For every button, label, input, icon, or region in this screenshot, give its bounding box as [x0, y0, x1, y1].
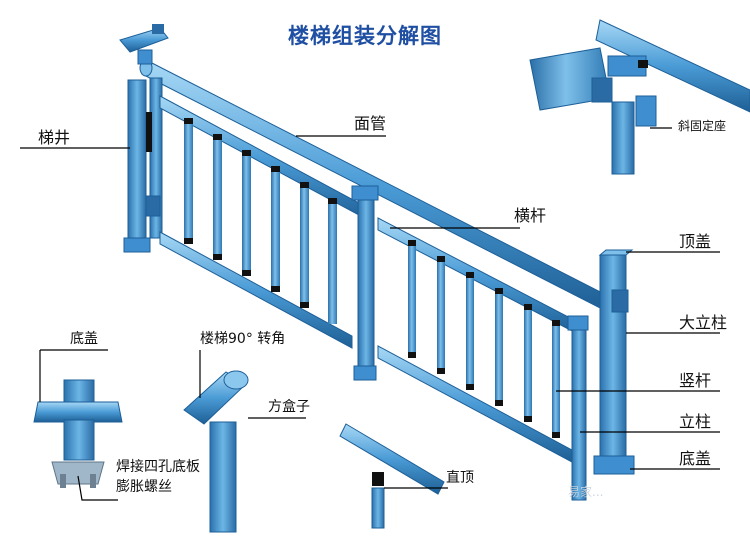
middle-post: [352, 186, 378, 380]
label-crossbar: 横杆: [514, 208, 546, 224]
label-post: 立柱: [679, 414, 711, 430]
label-straight-top: 直顶: [446, 471, 474, 485]
label-stair-well: 梯井: [38, 130, 70, 146]
corner-90-detail: [184, 371, 248, 532]
label-expansion-screw: 膨胀螺丝: [116, 480, 172, 494]
label-top-cap: 顶盖: [679, 234, 711, 250]
label-base-cover-left: 底盖: [70, 332, 98, 346]
label-handrail-tube: 面管: [354, 116, 386, 132]
label-large-post: 大立柱: [679, 315, 727, 331]
straight-top-detail: [340, 424, 444, 528]
label-welded-base-plate: 焊接四孔底板: [116, 460, 200, 474]
label-base-cover-right: 底盖: [679, 451, 711, 467]
small-right-post: [568, 316, 588, 500]
label-baluster: 竖杆: [679, 373, 711, 389]
label-stair-90-corner: 楼梯90° 转角: [200, 332, 285, 346]
label-square-box: 方盒子: [268, 400, 310, 414]
top-fitting-left: [120, 24, 168, 64]
label-slanted-mount: 斜固定座: [678, 120, 726, 132]
right-railing-panel: [378, 218, 578, 462]
watermark: 易家...: [568, 483, 603, 500]
slanted-mount-detail: [530, 20, 750, 174]
left-post: [124, 78, 162, 252]
diagram-title: 楼梯组装分解图: [288, 20, 442, 50]
base-cover-detail: [34, 380, 122, 488]
large-post: [594, 250, 634, 474]
